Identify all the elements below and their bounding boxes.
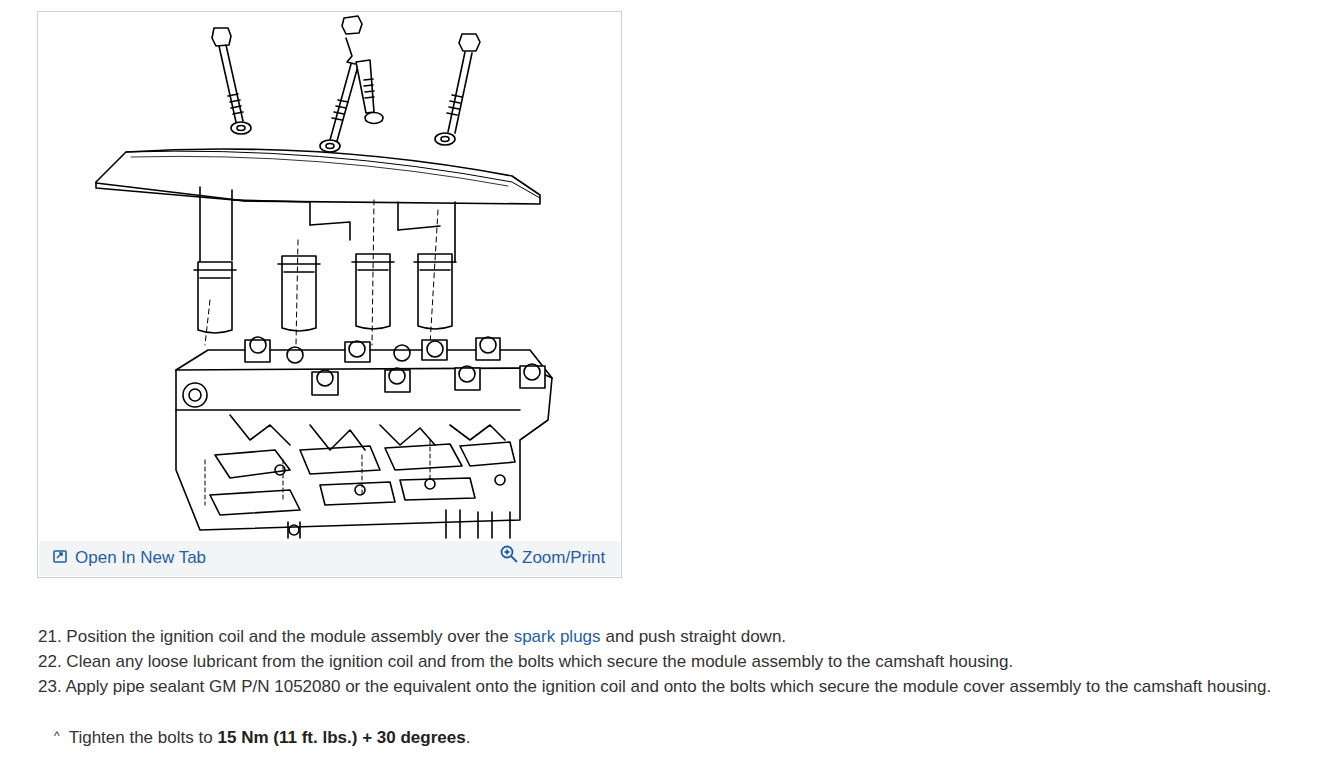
cover-bolts (212, 16, 480, 152)
text-line: ^ Tighten the bolts to 15 Nm (11 ft. lbs.)… (54, 724, 1314, 750)
text-line: Zoom/Print (522, 545, 617, 570)
instruction-text: Tighten the bolts to (69, 728, 213, 747)
toolbar-band (39, 541, 620, 576)
camshaft-housing (176, 337, 552, 538)
link-text: spark plugs (514, 627, 601, 646)
text-line: 21. Position the ignition coil and the m… (38, 624, 1318, 649)
text-line: 22. Clean any loose lubricant from the i… (38, 649, 1318, 674)
instruction-text: 15 Nm (11 ft. lbs.) + 30 degrees (218, 728, 466, 747)
instruction-text: 21. Position the ignition coil and the m… (38, 627, 509, 646)
instruction-text: ^ (54, 729, 60, 743)
ignition-coils (194, 200, 456, 345)
text-line: Open In New Tab (75, 545, 275, 570)
link-text: Zoom/Print (522, 548, 605, 567)
instruction-text: 23. Apply pipe sealant GM P/N 1052080 or… (38, 677, 1271, 696)
text-line: 23. Apply pipe sealant GM P/N 1052080 or… (38, 674, 1300, 699)
instruction-text: and push straight down. (606, 627, 787, 646)
zoom-icon (502, 547, 518, 563)
module-cover (96, 149, 540, 270)
new-tab-icon (54, 551, 66, 562)
instruction-text: . (466, 728, 471, 747)
image-frame (38, 12, 622, 578)
instruction-text: 22. Clean any loose lubricant from the i… (38, 652, 1013, 671)
link-text: Open In New Tab (75, 548, 206, 567)
